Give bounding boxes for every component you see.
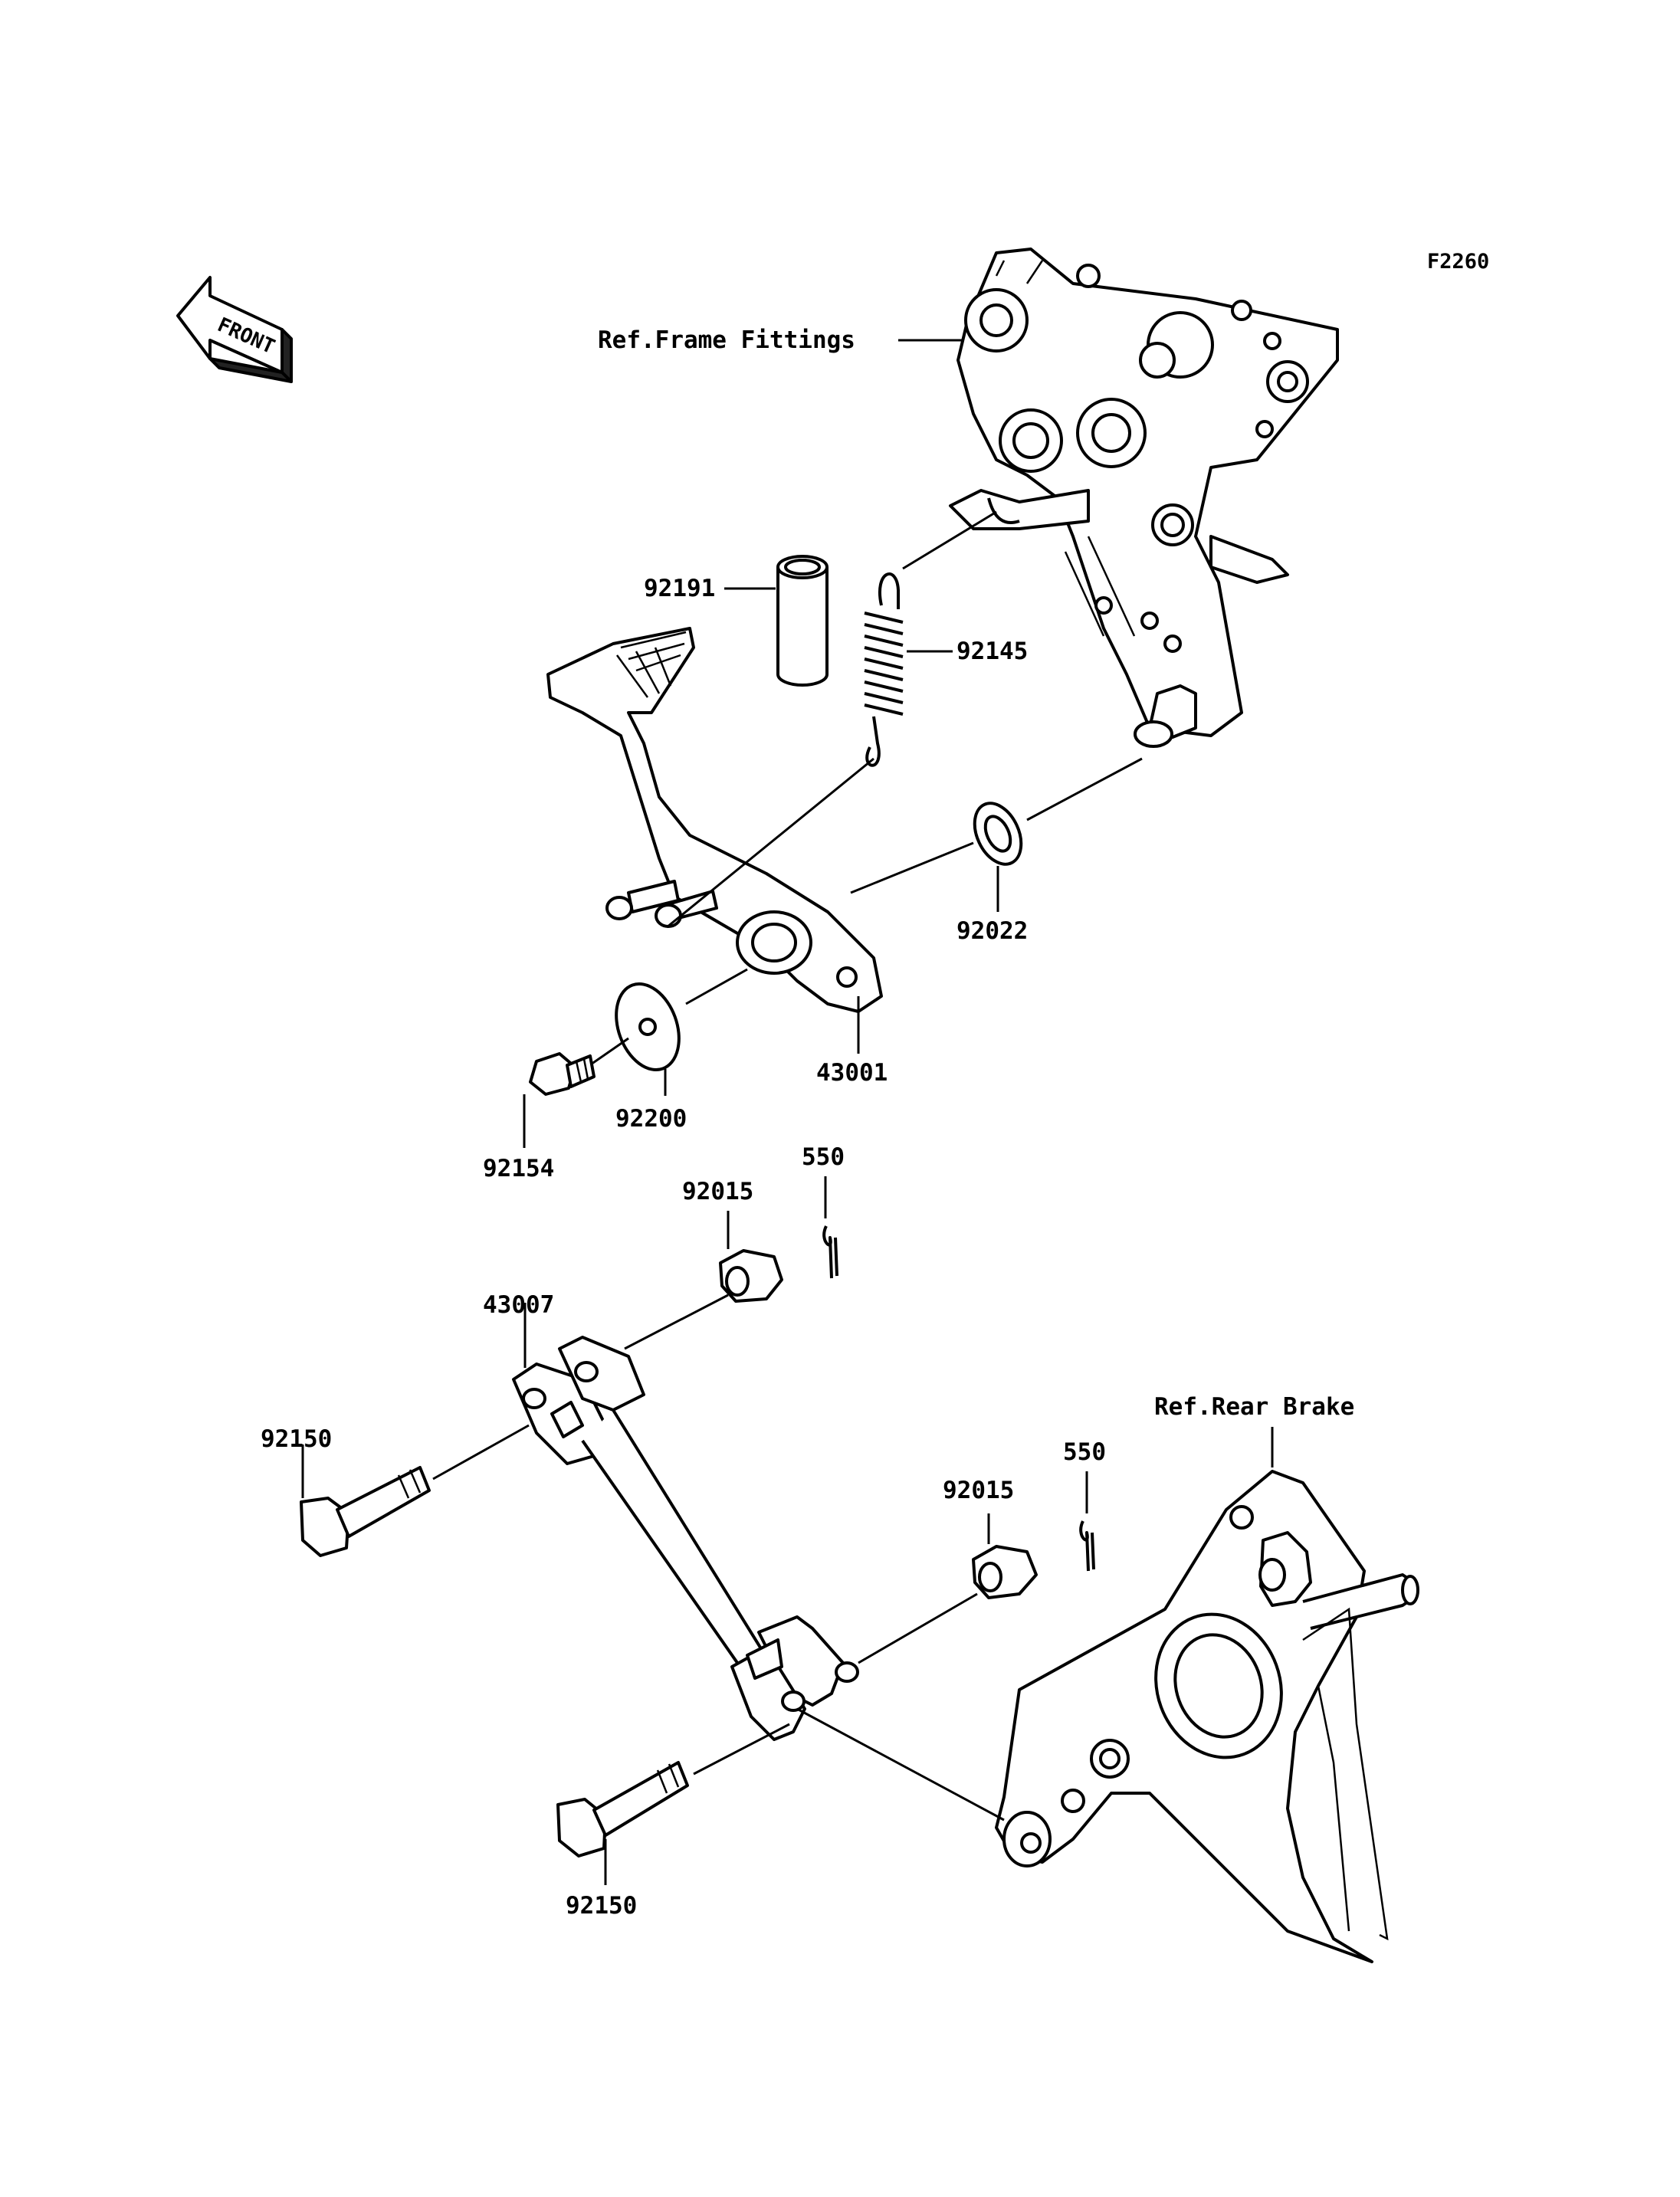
ref-frame-fittings: Ref.Frame Fittings [598, 326, 855, 354]
part-label-550b: 550 [1063, 1438, 1106, 1466]
brake-pedal-43001 [546, 627, 883, 1013]
leader-bolt-rod [432, 1424, 530, 1481]
front-arrow-icon: FRONT [176, 276, 293, 383]
cotter-pin-550-upper [822, 1225, 838, 1279]
tie-rod-43007 [512, 1336, 859, 1741]
leader-bolt-rod-lower [693, 1723, 790, 1776]
part-label-92200: 92200 [615, 1105, 687, 1133]
part-label-92015a: 92015 [682, 1178, 753, 1205]
nut-92015-lower [972, 1545, 1038, 1599]
part-label-550a: 550 [802, 1143, 845, 1171]
bolt-92154 [529, 1052, 596, 1096]
part-label-43001: 43001 [816, 1059, 888, 1087]
part-label-92154: 92154 [483, 1155, 554, 1182]
leader-nut-rod [624, 1294, 729, 1350]
leader-shaft-line [850, 757, 1143, 894]
leader-washer-pedal [685, 968, 748, 1005]
part-label-92150b: 92150 [566, 1892, 637, 1920]
bolt-92150-upper [300, 1466, 431, 1557]
spring-92145 [864, 572, 904, 767]
part-label-92022: 92022 [956, 917, 1028, 945]
figure-code: F2260 [1427, 250, 1489, 274]
collar-92191 [776, 555, 829, 687]
cotter-pin-550-lower [1079, 1520, 1095, 1572]
rear-brake-lever-drawing [995, 1470, 1419, 1963]
ref-rear-brake: Ref.Rear Brake [1154, 1393, 1354, 1421]
frame-fittings-drawing [949, 248, 1339, 748]
part-label-92145: 92145 [956, 638, 1028, 665]
leader-spring-frame [902, 510, 997, 570]
nut-92015-upper [719, 1249, 783, 1303]
part-label-43007: 43007 [483, 1291, 554, 1319]
part-label-92191: 92191 [644, 575, 715, 602]
leader-nut-rod-lower [858, 1592, 978, 1664]
leader-pedal-spring [666, 757, 874, 929]
leader-rod-lever [796, 1707, 1005, 1822]
washer-92200 [615, 982, 681, 1072]
part-label-92150a: 92150 [261, 1425, 332, 1453]
bolt-92150-lower [556, 1761, 689, 1858]
washer-92022 [973, 802, 1023, 866]
part-label-92015b: 92015 [943, 1477, 1014, 1504]
